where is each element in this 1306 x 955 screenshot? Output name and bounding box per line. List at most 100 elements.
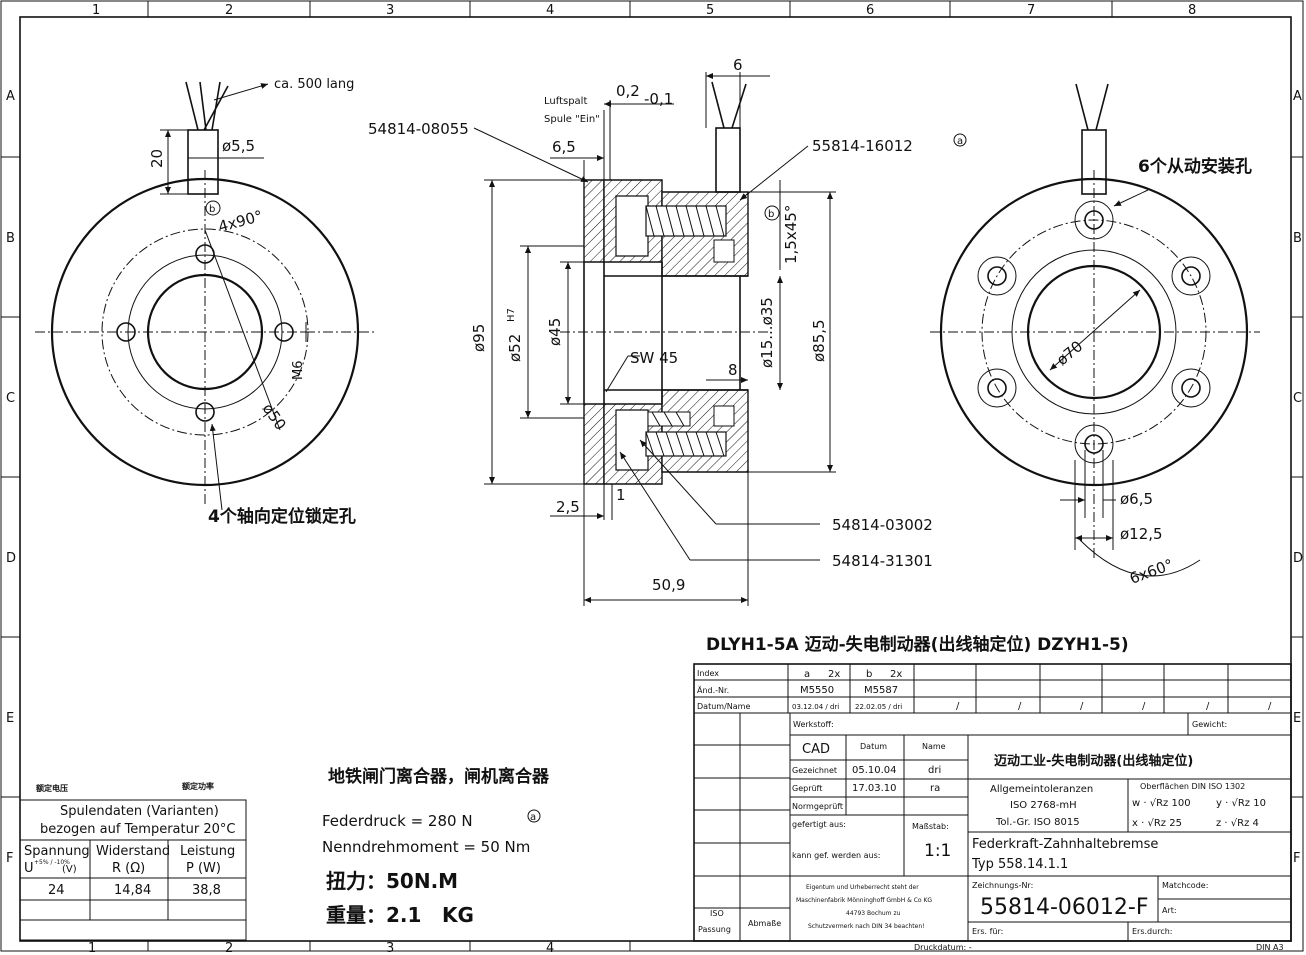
matchcode-label: Matchcode: (1162, 881, 1208, 890)
ownership-line4: Schutzvermerk nach DIN 34 beachten! (808, 923, 925, 930)
checked-name: ra (930, 783, 940, 794)
ownership-line1: Eigentum und Urheberrecht steht der (806, 884, 919, 891)
nominal-torque: Nenndrehmoment = 50 Nm (322, 838, 530, 856)
coil-data-header: Spulendaten (Varianten) (60, 804, 219, 819)
rz10: y · √Rz 10 (1216, 798, 1266, 809)
replaces-label: Ers. für: (972, 927, 1003, 936)
slash: / (1268, 701, 1272, 712)
diameter-85-5: ø85,5 (810, 319, 828, 362)
left-view-labels: ca. 500 lang ø5,5 20 b 4x90° M6 ø50 4个轴向… (148, 77, 356, 527)
col-number: 8 (1188, 3, 1196, 18)
air-gap-label: Luftspalt (544, 96, 587, 107)
section-view-labels: 54814-08055 Luftspalt Spule "Ein" 0,2 -0… (368, 56, 963, 594)
surface-label: Oberflächen DIN ISO 1302 (1140, 782, 1245, 791)
ownership-line3: 44793 Bochum zu (846, 910, 901, 917)
part-number-31301: 54814-31301 (832, 552, 933, 570)
iso-label: ISO (710, 909, 724, 918)
weight-cn: 重量：2.1 (326, 903, 421, 927)
diameter-12-5: ø12,5 (1120, 525, 1163, 543)
made-from-label: gefertigt aus: (792, 820, 846, 829)
col-number: 2 (225, 941, 233, 955)
wrench-size: SW 45 (630, 349, 678, 367)
part-number-08055: 54814-08055 (368, 120, 469, 138)
alt-material-label: kann gef. werden aus: (792, 851, 880, 860)
replaced-by-label: Ers.durch: (1132, 927, 1172, 936)
name-col: Name (922, 742, 946, 751)
diameter-45: ø45 (546, 318, 564, 346)
coil-on-label: Spule "Ein" (544, 114, 600, 125)
diameter-95: ø95 (470, 324, 488, 352)
part-number-03002: 54814-03002 (832, 516, 933, 534)
rated-power-label: 额定功率 (182, 781, 214, 791)
scale-label: Maßstab: (912, 822, 949, 831)
index-a: a (804, 669, 810, 680)
mark-b: b (209, 204, 215, 215)
coil-data-table: 额定电压 额定功率 Spulendaten (Varianten) bezoge… (19, 781, 247, 941)
title-block: Index Änd.-Nr. Datum/Name a 2x b 2x M555… (693, 663, 1292, 952)
date-b: 22.02.05 / dri (855, 703, 902, 711)
drawn-label: Gezeichnet (792, 766, 837, 775)
col-number: 4 (546, 941, 554, 955)
checked-date: 17.03.10 (852, 783, 897, 794)
col-number: 6 (866, 3, 874, 18)
rated-voltage-label: 额定电压 (36, 783, 68, 793)
col-voltage-tol: +5% / -10% (34, 859, 70, 866)
art-label: Art: (1162, 906, 1177, 915)
left-front-view (35, 81, 375, 511)
diameter-50: ø50 (259, 400, 290, 433)
mark-a: a (530, 812, 536, 823)
drawing-no-label: Zeichnungs-Nr: (972, 881, 1033, 890)
index-a-count: 2x (828, 669, 840, 680)
col-number: 7 (1027, 3, 1035, 18)
slash: / (1142, 701, 1146, 712)
dim-2-5: 2,5 (556, 498, 580, 516)
driven-hole-note: 6个从动安装孔 (1138, 156, 1252, 177)
col-number: 3 (386, 941, 394, 955)
product-type: Typ 558.14.1.1 (971, 857, 1068, 872)
weight-unit: KG (442, 903, 474, 927)
diameter-6-5: ø6,5 (1120, 490, 1153, 508)
diameter-52: ø52 (506, 334, 524, 362)
change-b: M5587 (864, 685, 898, 696)
dim-50-9: 50,9 (652, 576, 685, 594)
col-number: 3 (386, 3, 394, 18)
col-number: 4 (546, 3, 554, 18)
resistance-value: 14,84 (114, 883, 151, 898)
scale-value: 1:1 (924, 841, 951, 861)
col-resistance: Widerstand (96, 844, 170, 859)
row-letter: B (6, 231, 15, 246)
dim-6: 6 (733, 56, 743, 74)
section-view (473, 72, 967, 606)
ownership-line2: Maschinenfabrik Mönninghoff GmbH & Co KG (796, 897, 932, 904)
row-letter: E (1293, 711, 1301, 726)
index-b-count: 2x (890, 669, 902, 680)
rz4: z · √Rz 4 (1216, 818, 1259, 829)
mark-b: b (768, 209, 774, 220)
coil-data-subheader: bezogen auf Temperatur 20°C (40, 822, 235, 837)
right-view-labels: 6个从动安装孔 ø70 ø6,5 ø12,5 6x60° (1053, 156, 1252, 588)
slash: / (956, 701, 960, 712)
right-front-view (930, 83, 1260, 577)
angle-4x90: 4x90° (216, 207, 264, 236)
date-col: Datum (860, 742, 887, 751)
cad-label: CAD (802, 742, 830, 757)
dim-1: 1 (616, 486, 626, 504)
change-number-label: Änd.-Nr. (697, 685, 729, 695)
iso-2768: ISO 2768-mH (1010, 800, 1077, 811)
product-title: DLYH1-5A 迈动-失电制动器(出线轴定位) DZYH1-5) (706, 634, 1129, 655)
change-a: M5550 (800, 685, 834, 696)
dim-20: 20 (148, 149, 166, 168)
row-letter: F (6, 851, 13, 866)
material-label: Werkstoff: (793, 720, 834, 729)
drawn-name: dri (928, 765, 941, 776)
power-value: 38,8 (192, 883, 221, 898)
slash: / (1206, 701, 1210, 712)
rz25: x · √Rz 25 (1132, 818, 1182, 829)
col-voltage-unit: (V) (62, 864, 77, 875)
drawn-date: 05.10.04 (852, 765, 897, 776)
row-letter: B (1293, 231, 1302, 246)
row-letter: C (6, 391, 15, 406)
col-number: 2 (225, 3, 233, 18)
